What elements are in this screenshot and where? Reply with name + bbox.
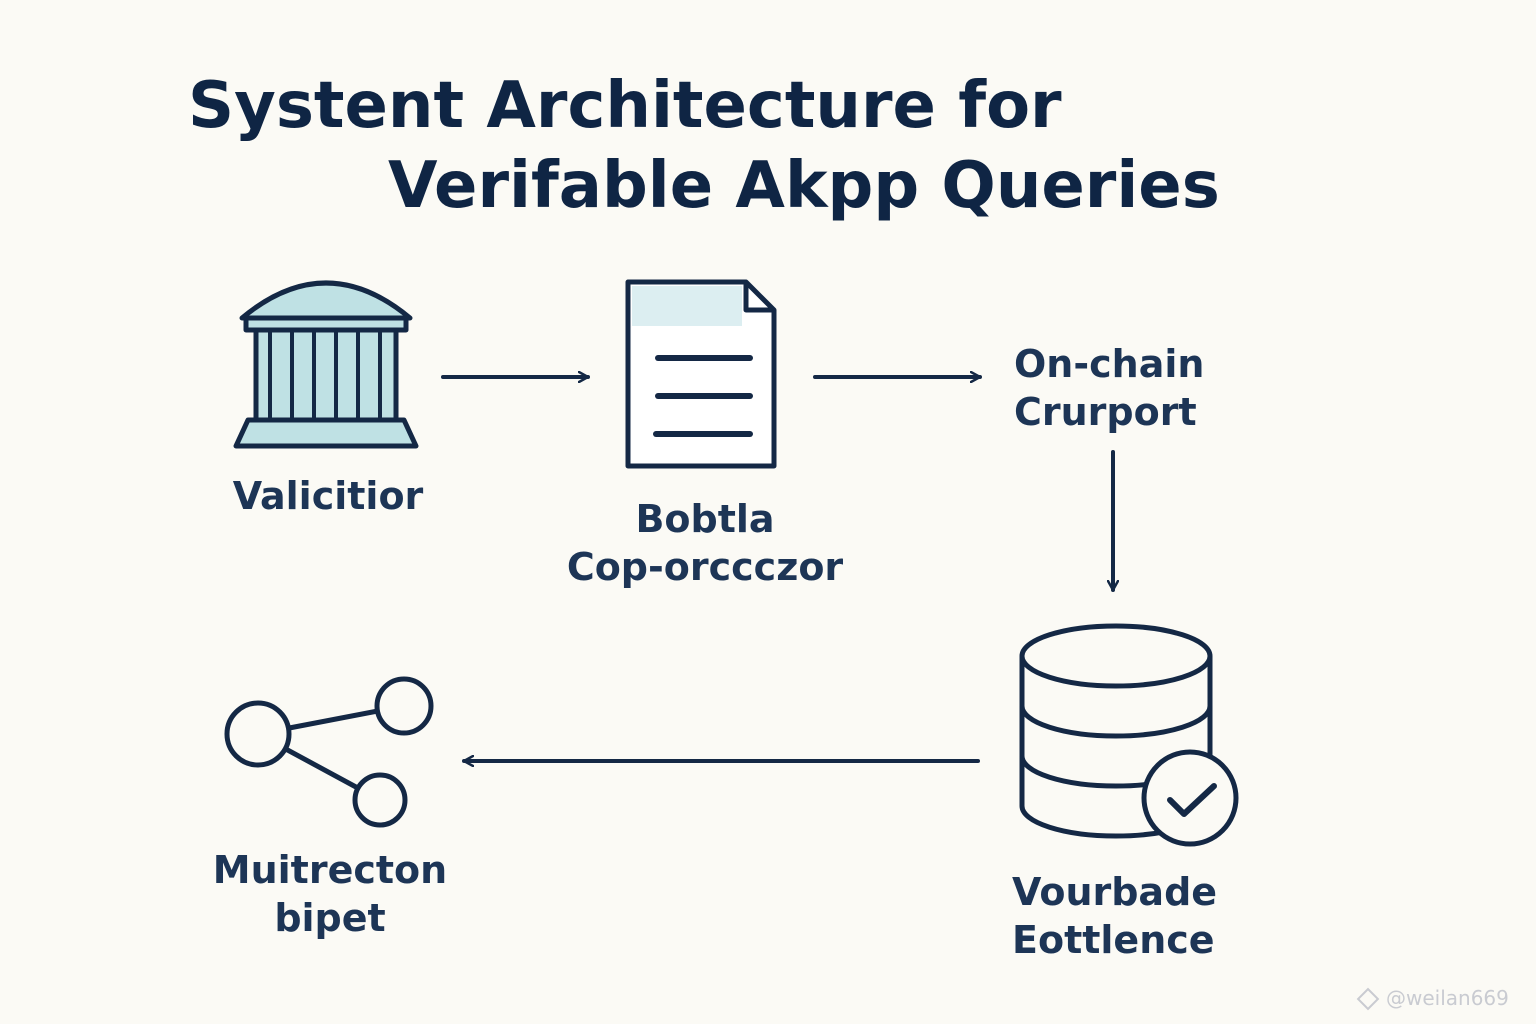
node-label-verifiable: Vourbade Eottlence	[1012, 868, 1252, 964]
watermark: @weilan669	[1352, 982, 1528, 1014]
node-label-line: Crurport	[1014, 390, 1197, 434]
watermark-logo-icon	[1356, 987, 1380, 1011]
node-label-line: Cop-orccczor	[566, 545, 844, 589]
node-label-line: On-chain	[1014, 342, 1205, 386]
node-label-validator: Valicitior	[200, 472, 456, 520]
bank-building-icon	[233, 280, 419, 449]
node-label-line: Valicitior	[232, 474, 424, 518]
node-label-line: Eottlence	[1012, 918, 1215, 962]
node-label-line: bipet	[274, 896, 386, 940]
node-label-coprocessor: Bobtla Cop-orccczor	[540, 495, 870, 591]
share-network-icon	[224, 676, 434, 828]
diagram-title-line-2: Verifable Akpp Queries	[388, 149, 1220, 223]
node-label-line: Vourbade	[1012, 870, 1218, 914]
node-label-onchain: On-chain Crurport	[1014, 340, 1254, 436]
document-icon	[625, 279, 777, 469]
watermark-text: @weilan669	[1386, 986, 1509, 1010]
database-check-icon	[1019, 623, 1239, 847]
node-label-line: Muitrecton	[212, 848, 448, 892]
diagram-title-line-1: Systent Architecture for	[188, 69, 1062, 143]
node-label-line: Bobtla	[635, 497, 775, 541]
node-label-multiproton: Muitrecton bipet	[190, 846, 470, 942]
